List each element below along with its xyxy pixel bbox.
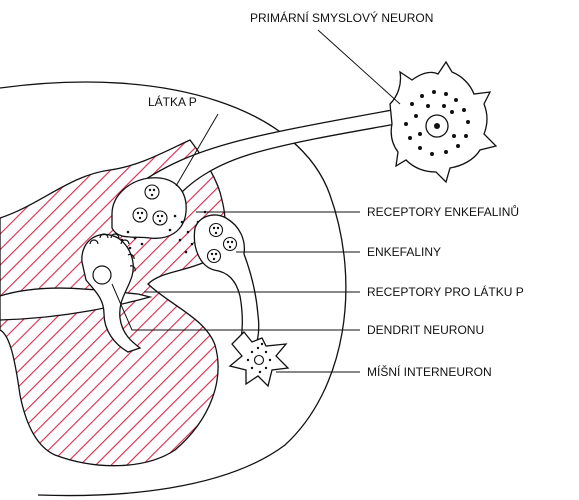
label-substance-p: LÁTKA P bbox=[148, 94, 197, 109]
label-enkephalins: ENKEFALINY bbox=[367, 245, 441, 259]
label-substance-p-receptors: RECEPTORY PRO LÁTKU P bbox=[367, 284, 524, 299]
label-neuron-dendrite: DENDRIT NEURONU bbox=[367, 323, 484, 337]
leader-primary-neuron bbox=[318, 30, 400, 104]
primary-neuron-nucleolus bbox=[434, 123, 440, 129]
interneuron-nucleus bbox=[255, 356, 264, 365]
label-spinal-interneuron: MÍŠNÍ INTERNEURON bbox=[367, 364, 492, 379]
dendrite-nucleus bbox=[93, 266, 111, 284]
label-enkephalin-receptors: RECEPTORY ENKEFALINŮ bbox=[367, 204, 519, 219]
label-primary-neuron: PRIMÁRNÍ SMYSLOVÝ NEURON bbox=[250, 10, 433, 25]
